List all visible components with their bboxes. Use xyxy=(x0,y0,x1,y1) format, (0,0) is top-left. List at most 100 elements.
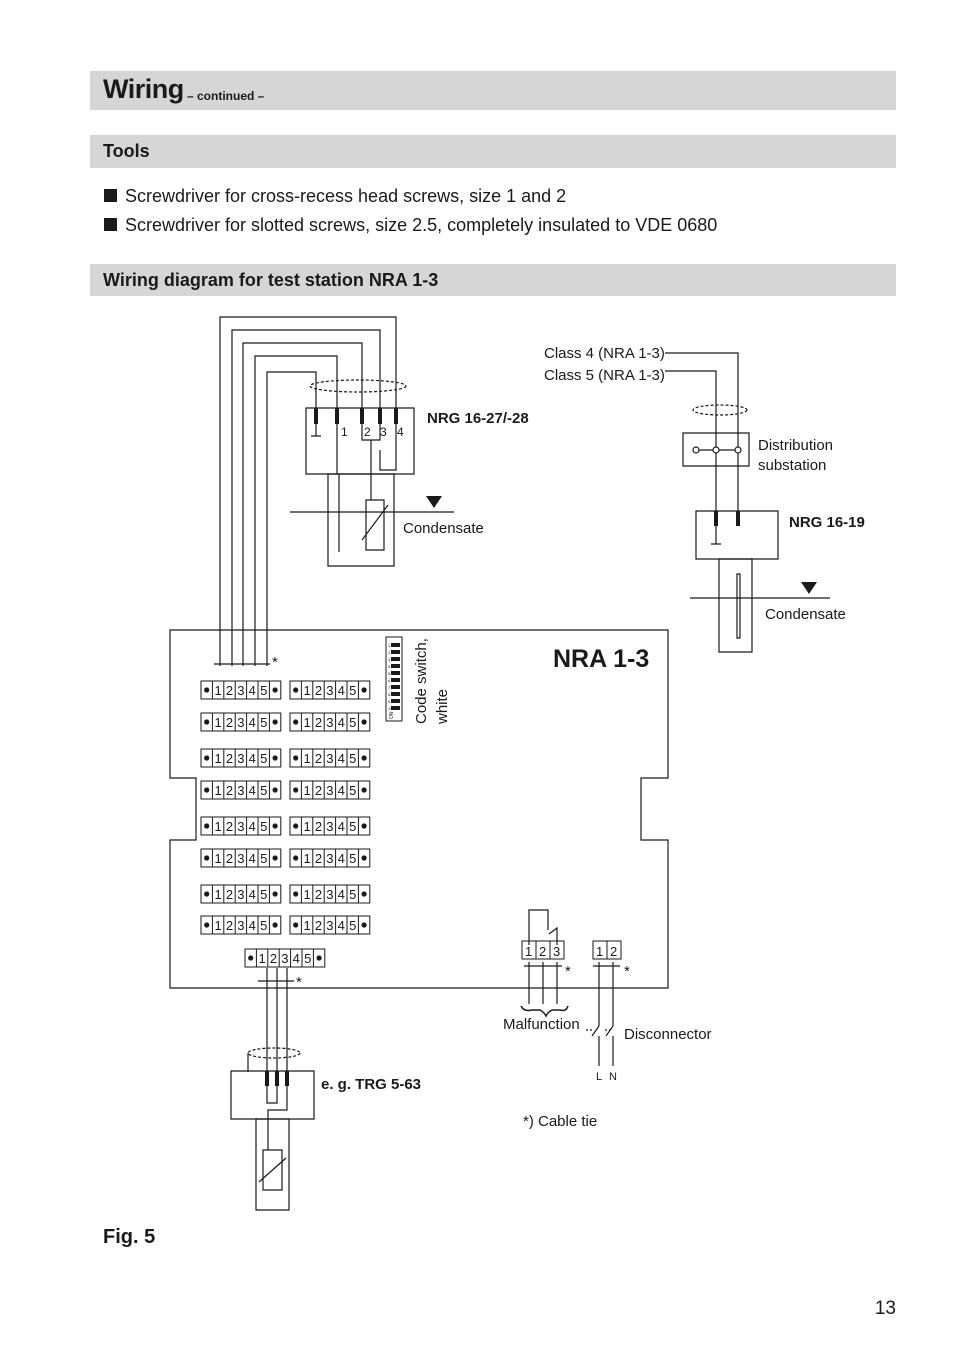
wire-electrode xyxy=(254,355,338,666)
terminal-block-frame xyxy=(289,816,371,836)
terminal-number: 2 xyxy=(315,715,322,730)
terminal-number: 1 xyxy=(303,683,310,698)
wire-malfunction-bridge xyxy=(548,926,558,945)
code-switch-frame xyxy=(385,636,403,722)
section-header-wiring-diagram: Wiring diagram for test station NRA 1-3 xyxy=(90,264,896,296)
terminal-screw-icon xyxy=(293,823,299,829)
trg-head xyxy=(230,1070,315,1120)
terminal-block-frame xyxy=(200,780,282,800)
terminal-number: 1 xyxy=(214,918,221,933)
terminal-number: 3 xyxy=(237,715,244,730)
label-l: L xyxy=(596,1071,602,1083)
label-cable-tie-note: *) Cable tie xyxy=(523,1113,597,1130)
terminal-number: 5 xyxy=(260,918,267,933)
code-switch-number: 5 xyxy=(388,671,391,676)
terminal-screw-icon xyxy=(204,922,210,928)
tools-item-text: Screwdriver for cross-recess head screws… xyxy=(125,186,567,206)
terminal-circle xyxy=(712,446,720,454)
code-switch-slider xyxy=(391,692,400,696)
terminal-number: 1 xyxy=(303,715,310,730)
terminal-number: 1 xyxy=(303,819,310,834)
code-switch-number: 3 xyxy=(388,657,391,662)
terminal-number: 4 xyxy=(338,783,345,798)
terminal-number: 5 xyxy=(349,918,356,933)
thermistor-symbol xyxy=(361,499,389,551)
terminal-block-frame xyxy=(200,816,282,836)
terminal-number: 4 xyxy=(249,918,256,933)
terminal-number: 1 xyxy=(303,887,310,902)
terminal-number: 5 xyxy=(260,715,267,730)
code-switch-slider xyxy=(391,699,400,703)
terminal-circle xyxy=(692,446,700,454)
terminal-number: 4 xyxy=(338,683,345,698)
power-terminal-number: 1 xyxy=(596,944,603,959)
wire-electrode xyxy=(219,316,397,666)
label-disconnector: Disconnector xyxy=(624,1026,712,1043)
electrode-pin xyxy=(378,408,382,424)
terminal-block-frame xyxy=(244,948,326,968)
cable-tie-marker: * xyxy=(565,963,571,980)
terminal-screw-icon xyxy=(361,755,367,761)
terminal-number: 5 xyxy=(349,783,356,798)
terminal-screw-icon xyxy=(293,922,299,928)
terminal-number: 3 xyxy=(237,918,244,933)
code-switch-slider xyxy=(391,671,400,675)
electrode-terminal-number: 1 xyxy=(341,425,348,439)
terminal-number: 4 xyxy=(249,819,256,834)
terminal-number: 2 xyxy=(315,887,322,902)
label-nra-1-3: NRA 1-3 xyxy=(553,645,649,673)
tools-list-item: Screwdriver for slotted screws, size 2.5… xyxy=(104,215,717,236)
label-code-switch-white: white xyxy=(434,689,451,725)
terminal-screw-icon xyxy=(272,687,278,693)
terminal-circle xyxy=(734,446,742,454)
distribution-box xyxy=(682,432,750,467)
page-title: Wiring xyxy=(103,74,184,104)
ground-symbol xyxy=(311,424,321,437)
terminal-block-frame xyxy=(289,848,371,868)
terminal-block-frame xyxy=(200,915,282,935)
electrode-pin xyxy=(265,1071,269,1086)
terminal-screw-icon xyxy=(272,922,278,928)
tools-heading: Tools xyxy=(103,141,150,161)
label-class-4: Class 4 (NRA 1-3) xyxy=(544,345,665,362)
terminal-number: 3 xyxy=(326,683,333,698)
cable-tie-marker: * xyxy=(272,654,278,671)
terminal-number: 1 xyxy=(303,851,310,866)
wire-malfunction xyxy=(528,962,558,1004)
code-switch-slider xyxy=(391,664,400,668)
terminal-screw-icon xyxy=(293,855,299,861)
label-malfunction: Malfunction xyxy=(503,1016,580,1033)
brace xyxy=(520,1005,569,1018)
terminal-number: 2 xyxy=(226,751,233,766)
terminal-number: 1 xyxy=(303,751,310,766)
electrode-terminal-number: 2 xyxy=(364,425,371,439)
terminal-number: 2 xyxy=(226,918,233,933)
terminal-number: 1 xyxy=(214,715,221,730)
water-level-triangle xyxy=(801,582,817,594)
code-switch-number: 10 xyxy=(388,706,393,711)
terminal-screw-icon xyxy=(204,823,210,829)
trg-body xyxy=(255,1118,290,1211)
terminal-screw-icon xyxy=(293,687,299,693)
cable-tie-marker: * xyxy=(624,963,630,980)
terminal-screw-icon xyxy=(248,955,254,961)
terminal-number: 1 xyxy=(214,851,221,866)
code-switch-number: 8 xyxy=(388,692,391,697)
code-switch-slider xyxy=(391,657,400,661)
terminal-number: 5 xyxy=(349,887,356,902)
terminal-block-frame xyxy=(289,884,371,904)
electrode-terminal-number: 3 xyxy=(380,425,387,439)
terminal-number: 1 xyxy=(258,951,265,966)
wire-bridge xyxy=(361,424,381,500)
electrode-rod xyxy=(736,573,741,639)
wire-power xyxy=(598,962,614,1026)
malfunction-terminal-frame xyxy=(521,940,565,960)
terminal-block-frame xyxy=(289,780,371,800)
terminal-number: 2 xyxy=(315,819,322,834)
